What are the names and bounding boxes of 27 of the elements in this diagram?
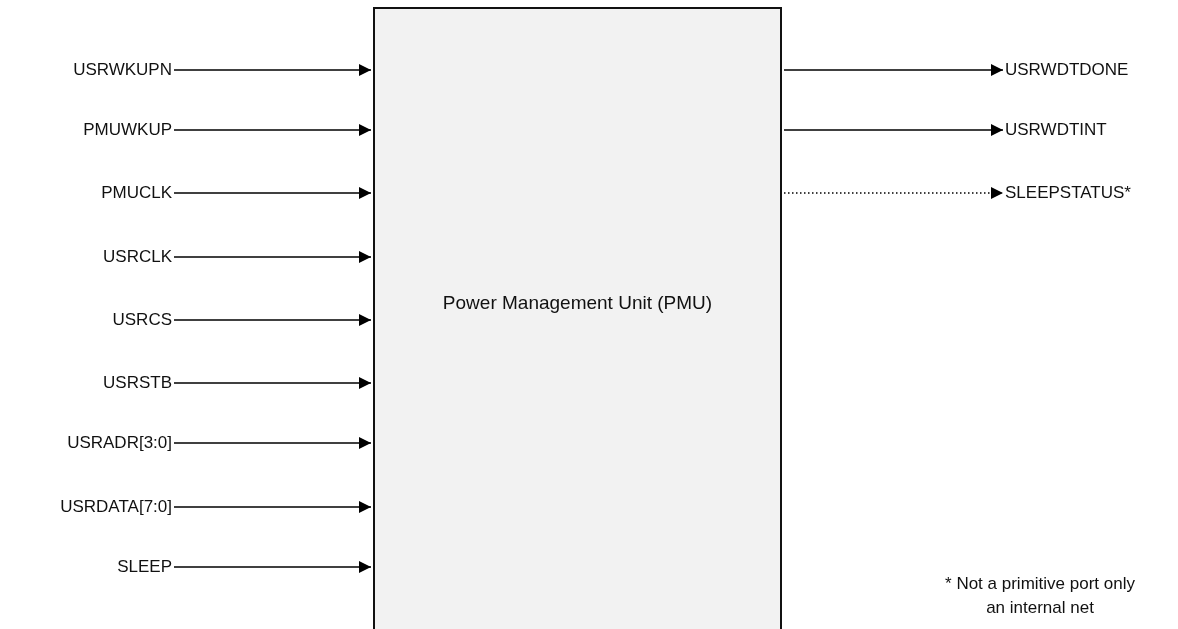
block-label: Power Management Unit (PMU) (441, 292, 714, 314)
signal-label: SLEEP (117, 557, 172, 577)
signal-label: USRCS (112, 310, 172, 330)
footnote: * Not a primitive port only an internal net (945, 573, 1135, 619)
arrow (173, 314, 372, 326)
signal-label: PMUWKUP (83, 120, 172, 140)
arrow (173, 561, 372, 573)
signal-label: USRWDTINT (1005, 120, 1107, 140)
signal-label: USRDATA[7:0] (60, 497, 172, 517)
arrow (783, 64, 1004, 76)
signal-label: USRWDTDONE (1005, 60, 1129, 80)
signal-label: USRCLK (103, 247, 172, 267)
arrow (783, 187, 1004, 199)
arrow (173, 377, 372, 389)
arrow (173, 501, 372, 513)
signal-label: USRADR[3:0] (67, 433, 172, 453)
arrow (173, 124, 372, 136)
signal-label: PMUCLK (101, 183, 172, 203)
signal-label: USRWKUPN (73, 60, 172, 80)
arrow (173, 64, 372, 76)
signal-label: SLEEPSTATUS* (1005, 183, 1131, 203)
signal-label: USRSTB (103, 373, 172, 393)
arrow (173, 187, 372, 199)
arrow (173, 251, 372, 263)
arrow (783, 124, 1004, 136)
block-box (373, 7, 782, 629)
arrow (173, 437, 372, 449)
